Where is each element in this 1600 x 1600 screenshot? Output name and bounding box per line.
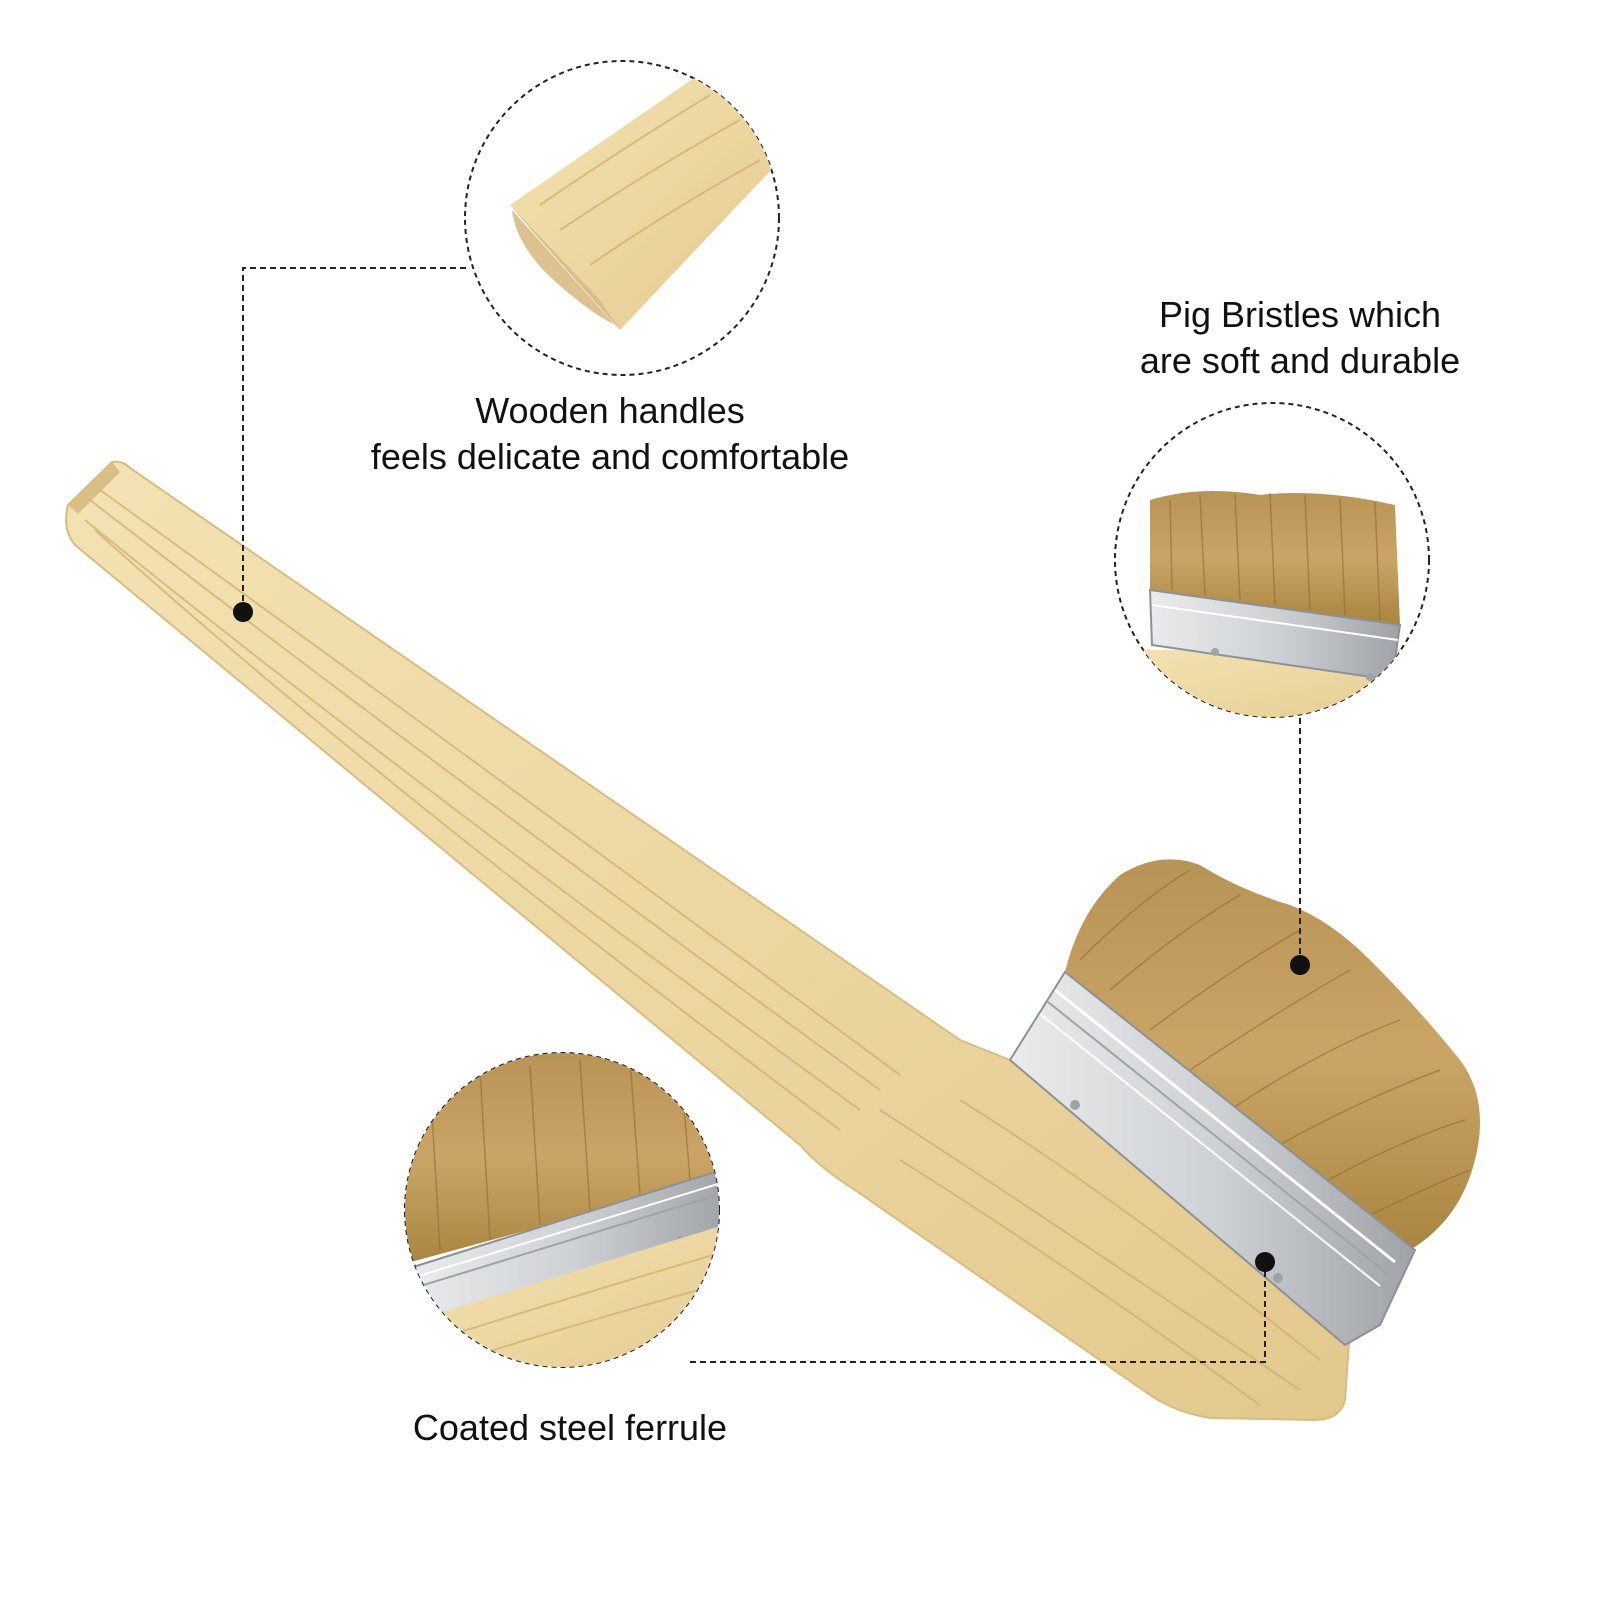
bristle-caption: Pig Bristles which are soft and durable — [1080, 292, 1520, 384]
handle-leader-line — [242, 267, 466, 610]
wooden-handle — [65, 460, 1352, 1422]
paint-brush — [65, 460, 1480, 1422]
handle-caption-line1: Wooden handles — [475, 390, 745, 431]
steel-ferrule — [1008, 970, 1417, 1347]
ferrule-marker-dot — [1255, 1252, 1275, 1272]
ferrule-caption: Coated steel ferrule — [360, 1405, 780, 1451]
bristle-callout — [1114, 402, 1430, 975]
handle-caption-line2: feels delicate and comfortable — [370, 436, 850, 477]
handle-caption: Wooden handles feels delicate and comfor… — [330, 388, 890, 480]
wood-grain — [84, 489, 1321, 1406]
bristle-marker-dot — [1290, 955, 1310, 975]
handle-callout — [233, 60, 780, 622]
ferrule-caption-line1: Coated steel ferrule — [412, 1407, 728, 1448]
bristle-caption-line1: Pig Bristles which — [1158, 294, 1442, 335]
handle-marker-dot — [233, 602, 253, 622]
bristle-caption-line2: are soft and durable — [1139, 340, 1461, 381]
ferrule-leader-line — [690, 1265, 1266, 1363]
